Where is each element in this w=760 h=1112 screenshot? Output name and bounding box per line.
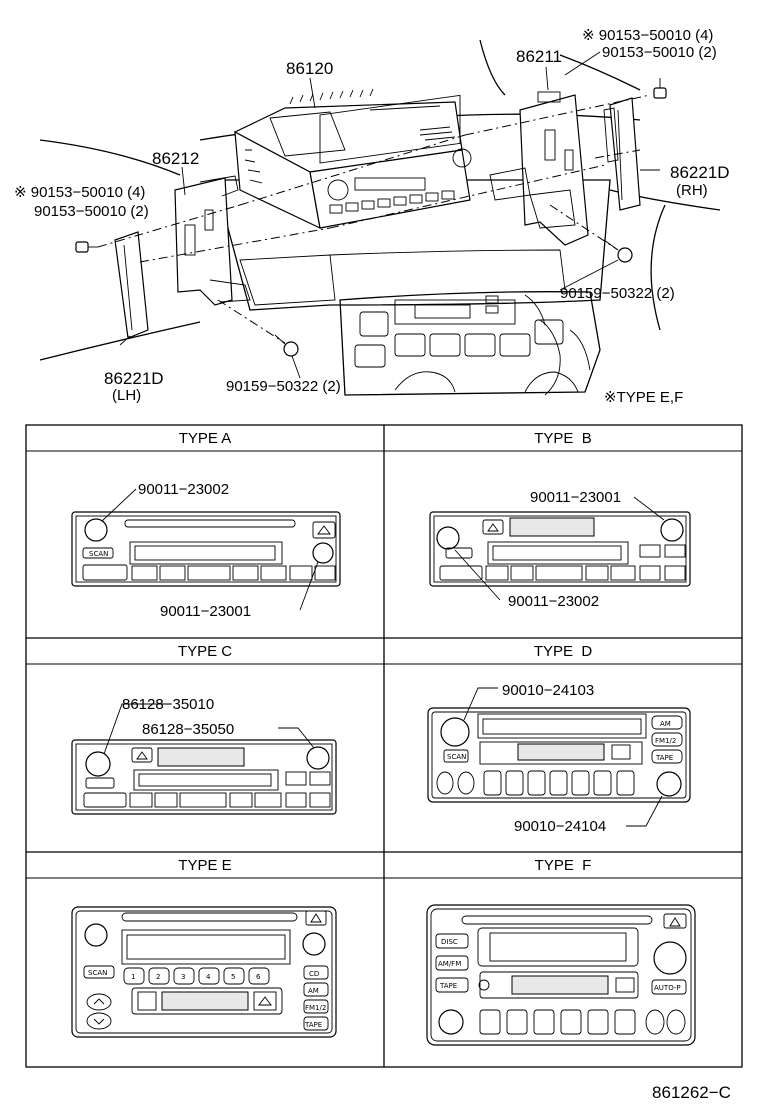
svg-text:FM1/2: FM1/2: [305, 1004, 326, 1012]
tone-knob: [653, 941, 687, 975]
leader-lines: [119, 51, 660, 379]
type-b-header: TYPE B: [534, 430, 592, 447]
label-screw-top: 90153−50010 (2): [602, 44, 717, 61]
bracket-86211: [489, 91, 589, 246]
bracket-86212: [174, 175, 251, 306]
type-f-header: TYPE F: [535, 857, 592, 874]
type-a-callout-1: 90011−23002: [138, 481, 229, 498]
label-screw-left-type-ef: ※ 90153−50010 (4): [14, 184, 145, 201]
type-b-callout-2: 90011−23002: [508, 593, 599, 610]
type-table: TYPE A TYPE B TYPE C TYPE D TYPE E TYPE …: [25, 424, 743, 1068]
svg-text:SCAN: SCAN: [88, 969, 107, 977]
svg-text:TAPE: TAPE: [655, 754, 673, 762]
svg-text:DISC: DISC: [441, 938, 458, 946]
type-b-callout-1: 90011−23001: [530, 489, 621, 506]
svg-text:TAPE: TAPE: [439, 982, 457, 990]
label-type-note: ※TYPE E,F: [604, 389, 683, 406]
screw-bottom-left: [274, 334, 299, 357]
svg-text:FM1/2: FM1/2: [655, 737, 676, 745]
trim-86221D-rh: [603, 97, 641, 211]
label-86212: 86212: [152, 149, 199, 168]
type-a-header: TYPE A: [179, 430, 232, 447]
label-trim-rh-side: (RH): [676, 182, 708, 199]
label-trim-rh-part: 86221D: [670, 163, 730, 182]
power-volume-knob: [438, 1009, 464, 1035]
type-d-panel: SCAN AM FM1/2 TAPE 90010−24103 90010−241…: [427, 682, 691, 835]
svg-text:SCAN: SCAN: [89, 550, 108, 558]
label-screw-left: 90153−50010 (2): [34, 203, 149, 220]
screw-top-right: [653, 78, 667, 99]
preset-buttons: 1 2 3 4 5 6: [123, 967, 270, 985]
svg-text:5: 5: [231, 973, 235, 981]
label-screw-top-type-ef: ※ 90153−50010 (4): [582, 27, 713, 44]
svg-text:AM: AM: [308, 987, 319, 995]
type-d-callout-2: 90010−24104: [514, 818, 606, 835]
label-trim-lh-part: 86221D: [104, 369, 164, 388]
label-86211: 86211: [516, 47, 562, 66]
svg-text:2: 2: [156, 973, 160, 981]
tone-knob: [312, 542, 334, 564]
power-volume-knob: [440, 717, 470, 747]
type-e-panel: SCAN 1 2 3 4 5 6 CD AM FM1/2 TAPE: [71, 906, 337, 1038]
svg-text:1: 1: [131, 973, 135, 981]
svg-text:SCAN: SCAN: [447, 753, 466, 761]
svg-text:CD: CD: [309, 970, 319, 978]
svg-text:AM/FM: AM/FM: [438, 960, 461, 968]
type-c-callout-2: 86128−35050: [142, 721, 234, 738]
svg-text:TAPE: TAPE: [304, 1021, 322, 1029]
screw-left: [75, 241, 98, 253]
type-c-panel: 86128−35010 86128−35050: [71, 696, 337, 815]
type-d-header: TYPE D: [534, 643, 593, 660]
screw-bottom-right: [603, 239, 633, 263]
figure-code: 861262−C: [652, 1083, 731, 1102]
type-a-panel: SCAN 90011−23002 90011−23001: [71, 481, 341, 620]
trim-86221D-lh: [114, 231, 149, 339]
tone-knob: [656, 771, 682, 797]
exploded-view: 86120 86211 86212 ※ 90153−50010 (4) 9015…: [14, 27, 730, 406]
tone-knob: [302, 932, 326, 956]
power-volume-knob: [436, 526, 460, 550]
type-c-header: TYPE C: [178, 643, 232, 660]
alignment-lines: [97, 94, 651, 344]
svg-text:6: 6: [256, 973, 261, 981]
tone-knob: [306, 746, 330, 770]
head-unit-86120: [233, 88, 472, 230]
type-e-header: TYPE E: [178, 857, 231, 874]
svg-text:AM: AM: [660, 720, 671, 728]
svg-text:3: 3: [181, 973, 185, 981]
label-trim-lh-side: (LH): [112, 387, 141, 404]
type-a-callout-2: 90011−23001: [160, 603, 251, 620]
label-screw-bottom-left: 90159−50322 (2): [226, 378, 341, 395]
type-b-panel: 90011−23001 90011−23002: [429, 489, 691, 610]
type-d-callout-1: 90010−24103: [502, 682, 594, 699]
svg-text:AUTO-P: AUTO-P: [654, 984, 681, 992]
label-86120: 86120: [286, 59, 333, 78]
power-volume-knob: [84, 518, 108, 542]
power-volume-knob: [84, 923, 108, 947]
tone-knob: [660, 518, 684, 542]
label-screw-bottom-right: 90159−50322 (2): [560, 285, 675, 302]
type-f-panel: DISC AM/FM TAPE AUTO-P: [426, 904, 696, 1046]
power-volume-knob: [85, 751, 111, 777]
dashboard-outline: [39, 39, 721, 396]
svg-text:4: 4: [206, 973, 211, 981]
type-c-callout-1: 86128−35010: [122, 696, 214, 713]
